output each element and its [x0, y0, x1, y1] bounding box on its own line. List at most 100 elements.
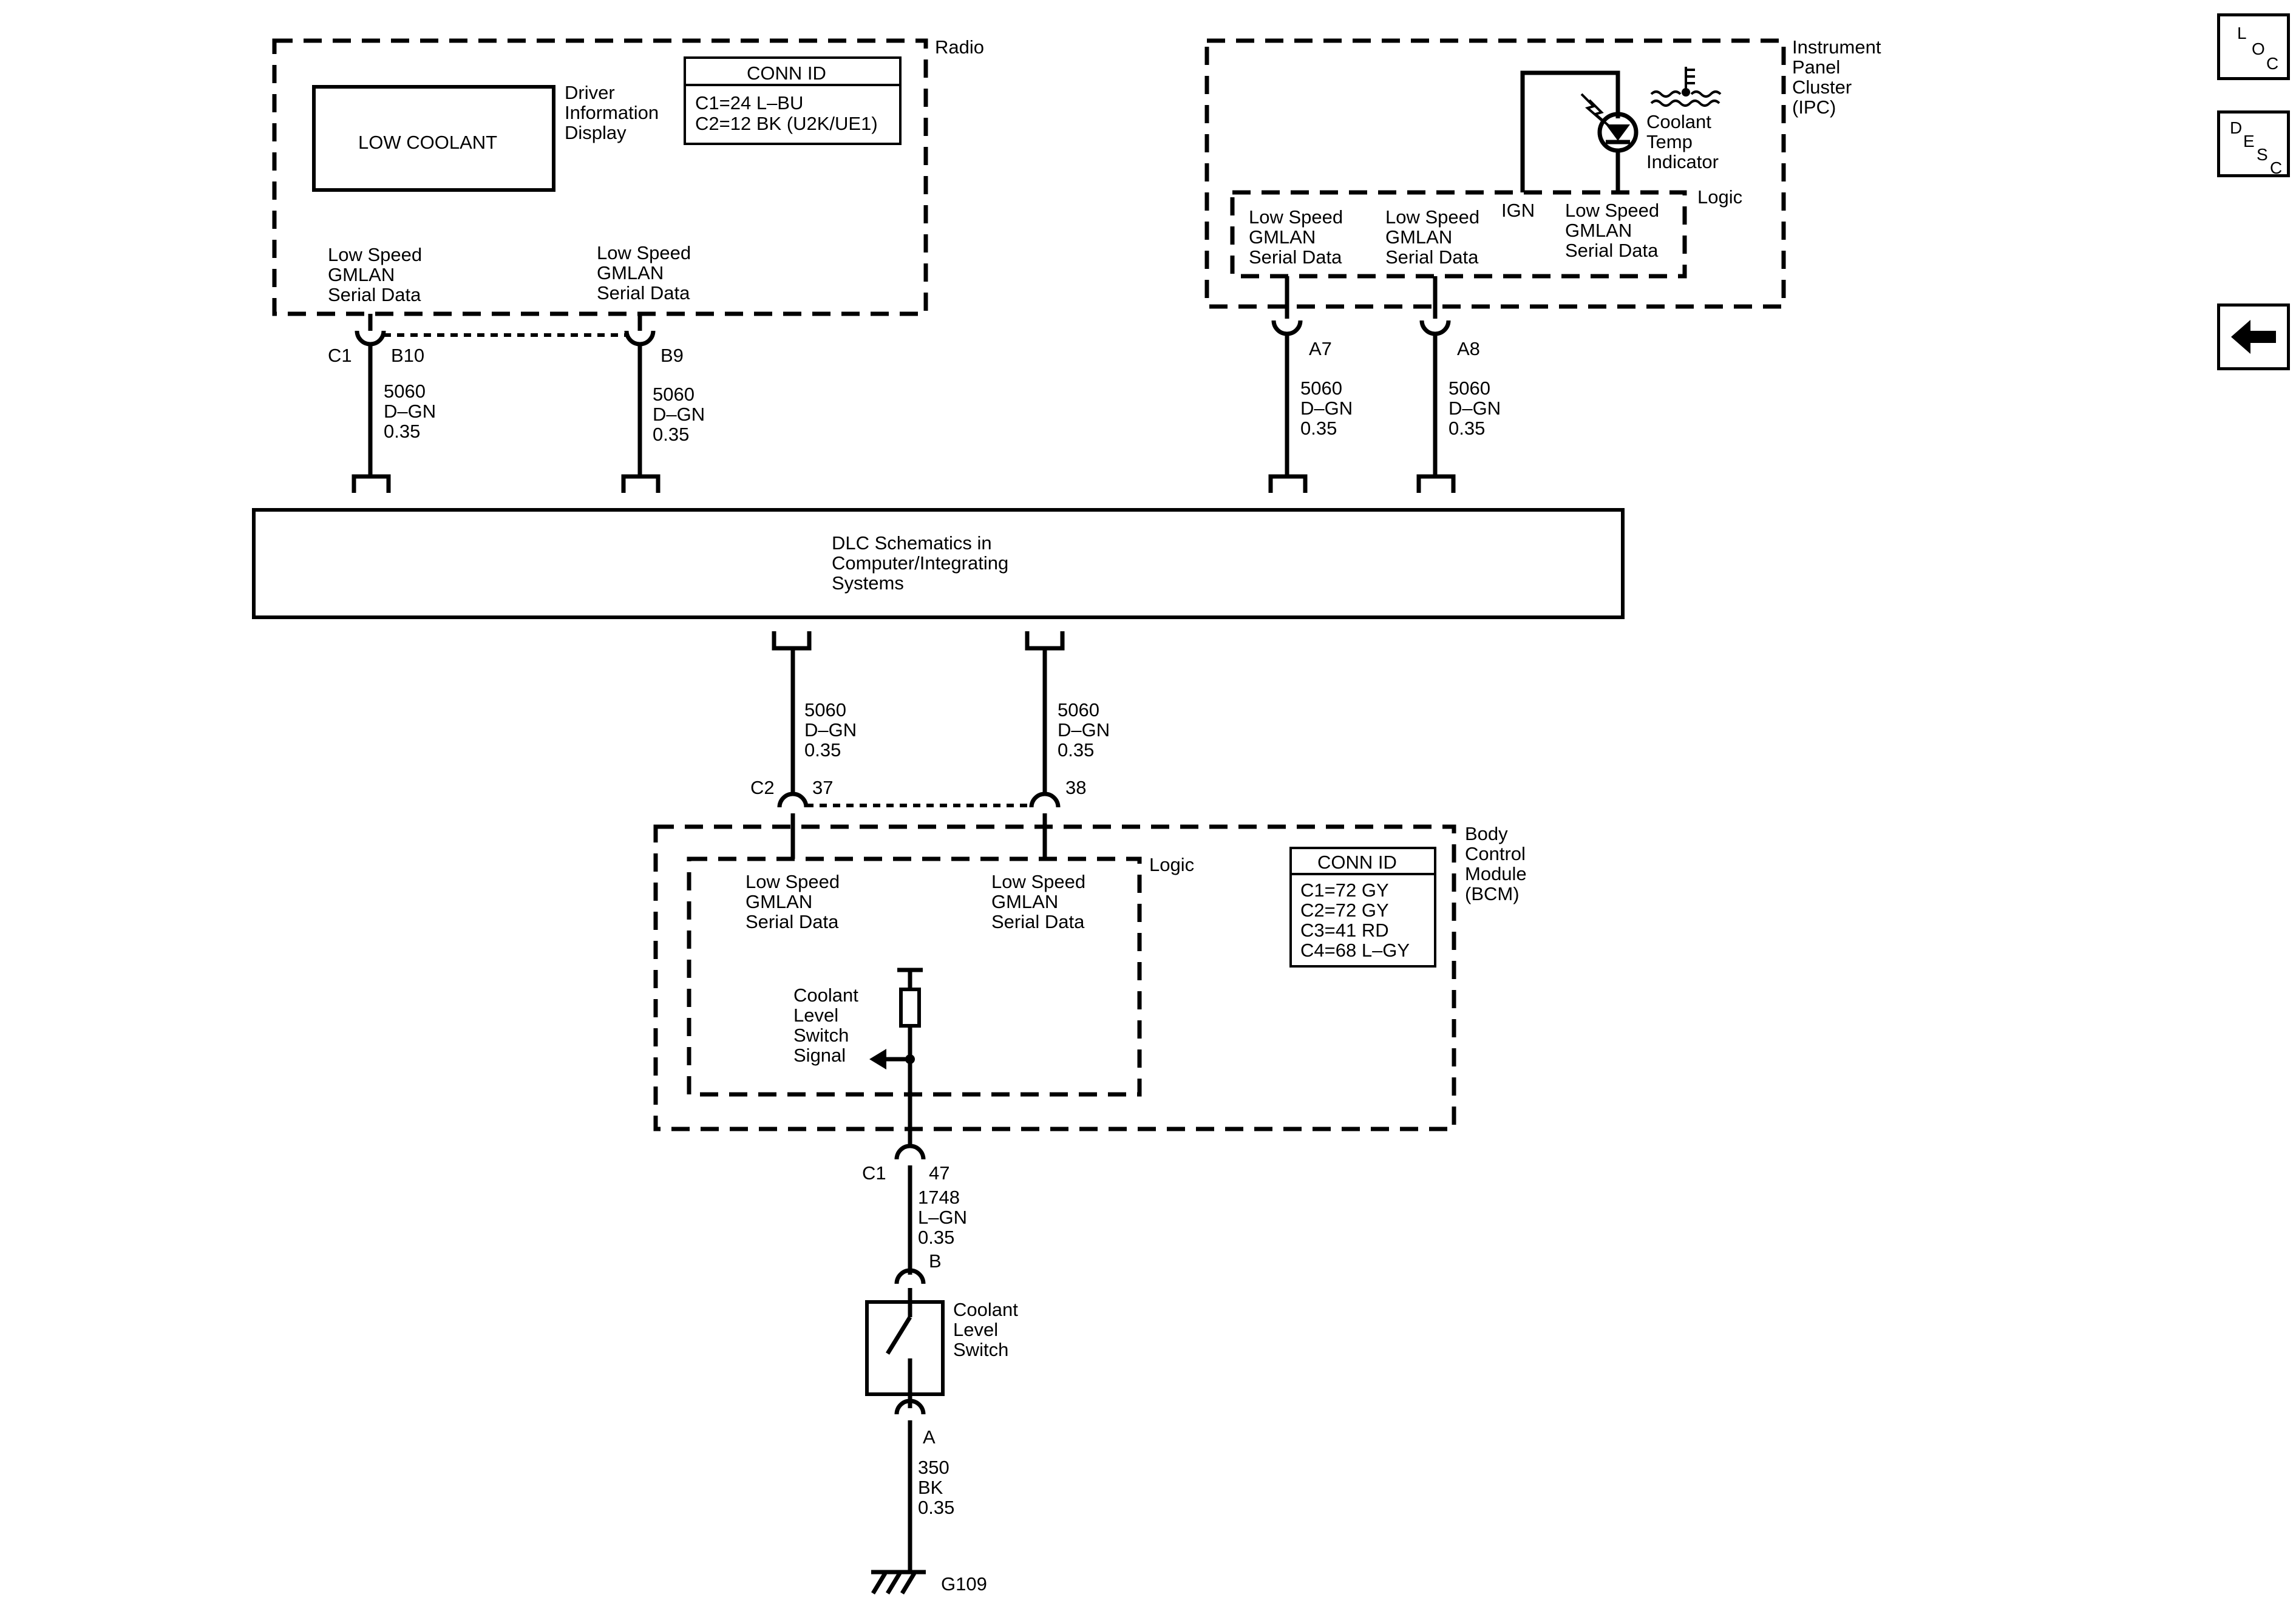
pin-number: 37 — [812, 777, 833, 798]
connector-symbol — [894, 1398, 926, 1415]
terminal-symbol — [772, 631, 812, 651]
pin-label: Serial Data — [1385, 246, 1479, 268]
pin-label: Serial Data — [1249, 246, 1342, 268]
wire-label: BK — [918, 1477, 943, 1498]
dlc-text: Computer/Integrating — [832, 552, 1008, 574]
ipc-title: Panel — [1792, 56, 1840, 78]
logic-label: Logic — [1149, 854, 1194, 875]
ign-circuit — [1520, 70, 1620, 192]
wire-label: 1748 — [918, 1187, 960, 1208]
wire-label: D–GN — [1449, 398, 1501, 419]
radio-outline — [272, 38, 928, 316]
signal-label: Signal — [793, 1045, 846, 1066]
loc-button[interactable]: L O C — [2217, 13, 2290, 80]
wire-label: 0.35 — [918, 1227, 954, 1248]
logic-label: Logic — [1697, 186, 1742, 208]
wire-label: 5060 — [1300, 378, 1342, 399]
dic-label-1: Driver — [565, 82, 615, 103]
wire-label: 350 — [918, 1457, 949, 1478]
dlc-text: Systems — [832, 572, 904, 594]
pin-label: GMLAN — [1385, 226, 1452, 248]
pin-label: Low Speed — [328, 244, 422, 265]
connector-symbol — [1419, 320, 1451, 336]
wire-label: 0.35 — [653, 424, 689, 445]
switch-label: Level — [953, 1319, 998, 1340]
signal-label: Level — [793, 1005, 838, 1026]
pin-label: GMLAN — [991, 891, 1058, 912]
arrow-left-icon — [869, 1049, 886, 1070]
dlc-text: DLC Schematics in — [832, 532, 992, 554]
ground-icon — [871, 1570, 926, 1595]
desc-letter: S — [2257, 145, 2268, 164]
pin-label: Low Speed — [1249, 206, 1343, 228]
ign-label: IGN — [1501, 200, 1535, 221]
bcm-title: Control — [1465, 843, 1526, 864]
ipc-logic-outline — [1230, 190, 1687, 279]
bcm-conn-id-table: CONN ID C1=72 GY C2=72 GY C3=41 RD C4=68… — [1289, 847, 1436, 968]
switch-label: Coolant — [953, 1299, 1018, 1320]
connector-label: C2 — [750, 777, 775, 798]
wire-label: D–GN — [1058, 719, 1110, 741]
terminal-symbol — [1025, 631, 1065, 651]
connector-symbol — [624, 330, 656, 347]
coolant-level-switch-circuit: 1748 L–GN 0.35 B Coolant Level Switch A … — [865, 1165, 1018, 1595]
pin-label: Low Speed — [991, 871, 1085, 892]
wire-label: 0.35 — [1449, 418, 1485, 439]
pin-label: GMLAN — [1249, 226, 1316, 248]
pin-number: 47 — [929, 1162, 949, 1184]
pin-label: Serial Data — [991, 911, 1085, 932]
conn-id-line: C4=68 L–GY — [1300, 940, 1410, 961]
ipc-title: Instrument — [1792, 36, 1881, 58]
ground-label: G109 — [941, 1573, 987, 1595]
pin-label: Serial Data — [1565, 240, 1659, 261]
pin-label: GMLAN — [328, 264, 395, 285]
bcm-outline — [653, 824, 1456, 1131]
pin-label: Low Speed — [1565, 200, 1659, 221]
radio-module: Radio LOW COOLANT Driver Information Dis… — [272, 36, 984, 493]
led-icon — [1606, 124, 1630, 141]
pin-label: Serial Data — [328, 284, 421, 305]
wire-label: 0.35 — [804, 739, 841, 761]
radio-title: Radio — [935, 36, 984, 58]
conn-id-header: CONN ID — [747, 63, 826, 84]
connector-label: C1 — [328, 345, 352, 366]
driver-information-display — [312, 85, 555, 192]
switch-contact-icon — [886, 1316, 912, 1355]
indicator-label: Indicator — [1646, 151, 1719, 172]
pin-label: Serial Data — [746, 911, 839, 932]
indicator-label: Coolant — [1646, 111, 1711, 132]
connector-symbol — [894, 1144, 926, 1160]
desc-button[interactable]: D E S C — [2217, 110, 2290, 177]
pin-label: Low Speed — [1385, 206, 1479, 228]
signal-label: Coolant — [793, 985, 858, 1006]
connector-symbol — [355, 330, 386, 347]
wire-label: 5060 — [653, 384, 695, 405]
conn-id-line: C1=72 GY — [1300, 880, 1389, 901]
pin-number: B — [929, 1250, 942, 1272]
dic-label-2: Information — [565, 102, 659, 123]
bcm-title: (BCM) — [1465, 883, 1520, 904]
back-button[interactable] — [2217, 303, 2290, 370]
wire-label: D–GN — [1300, 398, 1353, 419]
pin-number: B10 — [391, 345, 424, 366]
pin-number: B9 — [661, 345, 684, 366]
dic-label-3: Display — [565, 122, 627, 143]
loc-letter: C — [2266, 54, 2279, 73]
wire-label: 0.35 — [918, 1497, 954, 1518]
coolant-level-switch — [865, 1300, 945, 1396]
pin-number: A8 — [1457, 338, 1480, 359]
conn-id-header: CONN ID — [1317, 852, 1397, 873]
terminal-symbol — [621, 474, 661, 493]
ipc-module: Instrument Panel Cluster (IPC) Coolant T… — [1204, 36, 1881, 493]
bcm-title: Body — [1465, 823, 1508, 844]
switch-label: Switch — [953, 1339, 1008, 1360]
pin-label: Low Speed — [597, 242, 691, 263]
pin-label: Low Speed — [746, 871, 840, 892]
coolant-temp-symbol-icon — [1650, 67, 1722, 107]
wire-label: 5060 — [1449, 378, 1490, 399]
conn-id-line: C1=24 L–BU — [695, 92, 803, 114]
pin-number: A — [923, 1426, 936, 1448]
ipc-outline — [1204, 38, 1786, 309]
ipc-title: (IPC) — [1792, 97, 1836, 118]
